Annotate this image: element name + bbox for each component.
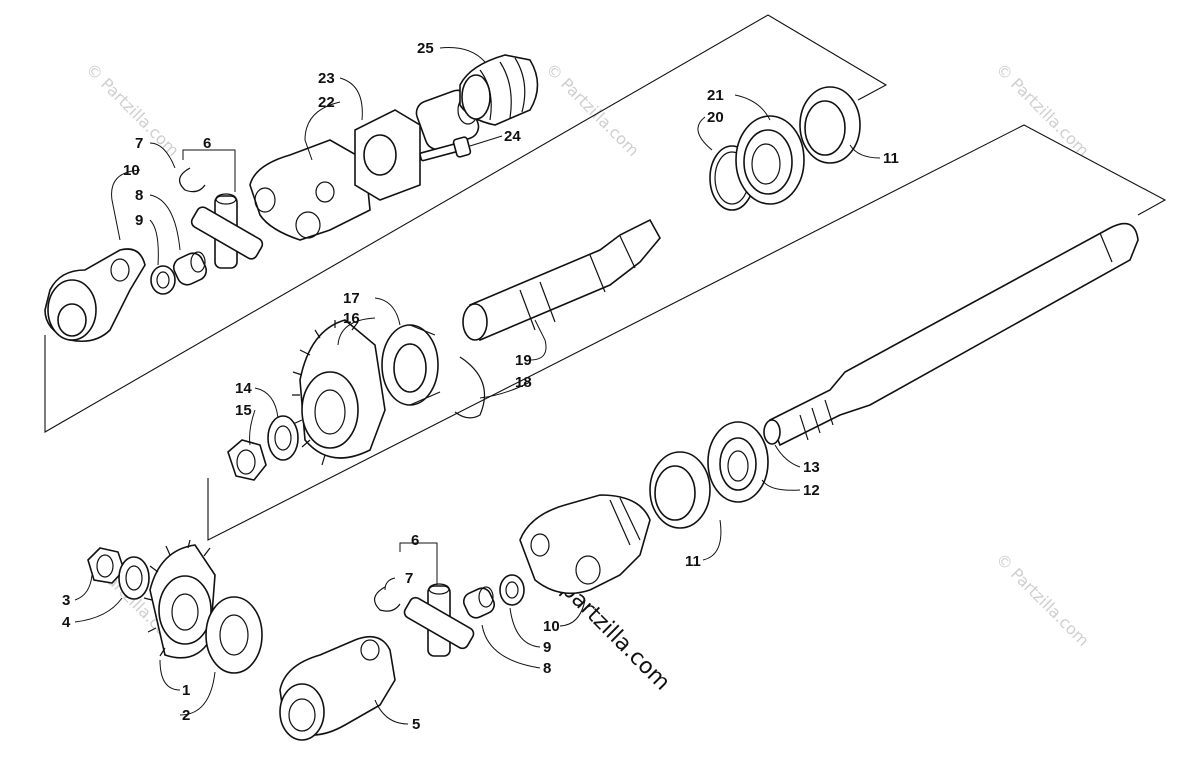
- middle-frame: [207, 124, 1167, 541]
- bearing-part: [735, 115, 805, 205]
- upper-frame: [44, 14, 888, 433]
- callout-17: 17: [343, 290, 360, 307]
- ball-bearing-part: [707, 421, 769, 503]
- callout-20: 20: [707, 109, 724, 126]
- callout-numbers: 25 23 22 24 7 6 10 8 9 21 20 11 17 16 19…: [62, 40, 899, 733]
- bevel-gear-part: [292, 319, 386, 466]
- callout-13: 13: [803, 459, 820, 476]
- yoke-flange-part: [519, 494, 651, 595]
- bevel-gear-part: [143, 539, 216, 659]
- callout-22: 22: [318, 94, 335, 111]
- callout-14: 14: [235, 380, 252, 397]
- callout-24: 24: [504, 128, 521, 145]
- callout-8: 8: [543, 660, 551, 677]
- rubber-boot-part: [459, 54, 539, 126]
- nut-part: [227, 439, 267, 481]
- watermark-text: © Partzilla.com: [542, 59, 643, 160]
- oil-seal-part: [649, 451, 711, 529]
- snap-ring-part: [374, 586, 401, 612]
- washer-part: [499, 574, 525, 606]
- callout-10: 10: [543, 618, 560, 635]
- callout-21: 21: [707, 87, 724, 104]
- callout-12: 12: [803, 482, 820, 499]
- callout-18: 18: [515, 374, 532, 391]
- callout-6: 6: [203, 135, 211, 152]
- drive-shaft-part: [763, 222, 1139, 447]
- yoke-part: [279, 635, 396, 741]
- callout-8: 8: [135, 187, 143, 204]
- universal-joint-cross-part: [403, 583, 475, 657]
- seal-part: [799, 86, 861, 164]
- callout-7: 7: [405, 570, 413, 587]
- assembly-frames: [44, 14, 1167, 541]
- yoke-flange-part: [44, 248, 146, 343]
- callout-16: 16: [343, 310, 360, 327]
- callout-9: 9: [135, 212, 143, 229]
- callout-23: 23: [318, 70, 335, 87]
- shim-washer-part: [205, 596, 263, 674]
- snap-ring-part: [454, 356, 486, 419]
- bushing-part: [462, 586, 496, 619]
- upper-group: [44, 54, 861, 343]
- washer-part: [118, 556, 150, 600]
- washer-part: [150, 265, 176, 295]
- flange-shaft-part: [354, 89, 480, 201]
- watermark-text: © Partzilla.com: [992, 59, 1093, 160]
- callout-15: 15: [235, 402, 252, 419]
- callout-19: 19: [515, 352, 532, 369]
- middle-group: [227, 218, 661, 481]
- callout-6: 6: [411, 532, 419, 549]
- callout-1: 1: [182, 682, 190, 699]
- lower-group: [87, 494, 651, 741]
- callout-4: 4: [62, 614, 71, 631]
- callout-leaders: [74, 47, 881, 725]
- bushing-part: [172, 251, 208, 286]
- watermark-text: © Partzilla.com: [992, 549, 1093, 650]
- callout-10: 10: [123, 162, 140, 179]
- callout-9: 9: [543, 639, 551, 656]
- universal-joint-cross-part: [190, 193, 264, 269]
- callout-11: 11: [883, 150, 899, 167]
- snap-ring-part: [179, 167, 206, 193]
- pinion-shaft-part: [462, 218, 661, 342]
- bolt-part: [419, 136, 472, 162]
- yoke-housing-part: [249, 139, 371, 241]
- callout-2: 2: [182, 707, 190, 724]
- watermark-text: © Partzilla.com: [82, 59, 183, 160]
- callout-3: 3: [62, 592, 70, 609]
- needle-bearing-part: [381, 324, 441, 406]
- shaft-group: [649, 222, 1139, 529]
- washer-part: [267, 415, 299, 461]
- callout-25: 25: [417, 40, 434, 57]
- callout-5: 5: [412, 716, 420, 733]
- callout-7: 7: [135, 135, 143, 152]
- callout-11: 11: [685, 553, 701, 570]
